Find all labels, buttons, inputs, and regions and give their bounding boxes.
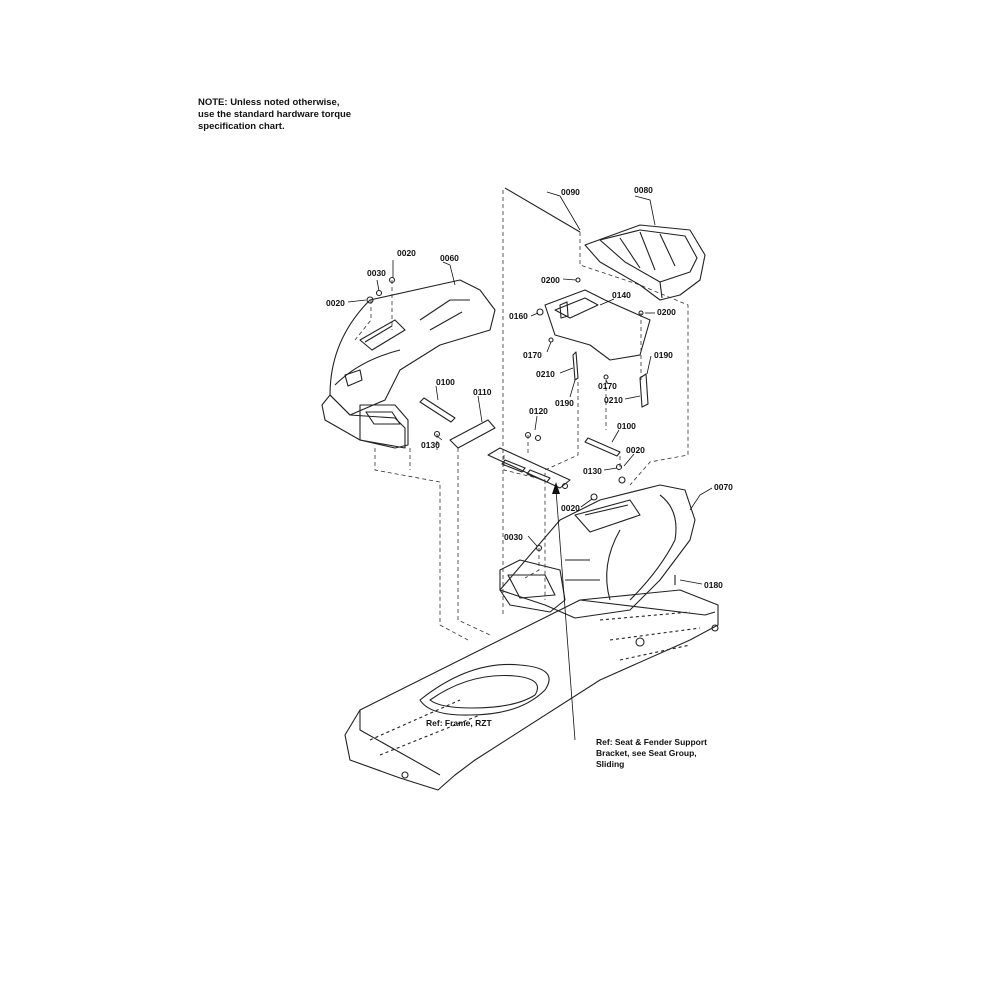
right-strap-0100 bbox=[584, 437, 621, 457]
part-label-0120: 0120 bbox=[529, 406, 548, 416]
ref-frame-rzt: Ref: Frame, RZT bbox=[426, 718, 492, 728]
rear-cover-0080 bbox=[584, 224, 706, 301]
part-label-0020-top: 0020 bbox=[397, 248, 416, 258]
leader-lines bbox=[347, 191, 713, 741]
center-plate-0120 bbox=[487, 447, 571, 490]
part-label-0130-right: 0130 bbox=[583, 466, 602, 476]
ref-seat-fender-bracket: Ref: Seat & Fender Support Bracket, see … bbox=[596, 737, 707, 769]
right-fender-0070 bbox=[499, 484, 696, 619]
part-label-0130-left: 0130 bbox=[421, 440, 440, 450]
rod-0090 bbox=[504, 187, 581, 233]
bracket-0190-mid bbox=[572, 351, 579, 381]
frame-rzt bbox=[344, 589, 719, 791]
part-label-0060: 0060 bbox=[440, 253, 459, 263]
part-label-0110: 0110 bbox=[473, 387, 492, 397]
part-label-0100-right: 0100 bbox=[617, 421, 636, 431]
part-label-0070: 0070 bbox=[714, 482, 733, 492]
part-label-0030-left: 0030 bbox=[367, 268, 386, 278]
part-label-0030-bottom: 0030 bbox=[504, 532, 523, 542]
part-label-0200-b: 0200 bbox=[657, 307, 676, 317]
torque-note: NOTE: Unless noted otherwise, use the st… bbox=[198, 97, 352, 132]
part-label-0170-a: 0170 bbox=[523, 350, 542, 360]
part-label-0190-mid: 0190 bbox=[555, 398, 574, 408]
part-label-0190-right: 0190 bbox=[654, 350, 673, 360]
part-label-0020-left: 0020 bbox=[326, 298, 345, 308]
console-0140 bbox=[544, 289, 651, 361]
left-fender-0060 bbox=[321, 279, 496, 449]
part-label-0210-a: 0210 bbox=[536, 369, 555, 379]
part-label-0020-mid: 0020 bbox=[561, 503, 580, 513]
part-label-0020-right: 0020 bbox=[626, 445, 645, 455]
part-label-0180: 0180 bbox=[704, 580, 723, 590]
part-label-0140: 0140 bbox=[612, 290, 631, 300]
bracket-0190-right bbox=[639, 373, 649, 408]
part-label-0100-left: 0100 bbox=[436, 377, 455, 387]
part-label-0090: 0090 bbox=[561, 187, 580, 197]
alignment-lines bbox=[354, 190, 689, 641]
part-label-0080: 0080 bbox=[634, 185, 653, 195]
part-label-0200-a: 0200 bbox=[541, 275, 560, 285]
part-label-0210-b: 0210 bbox=[604, 395, 623, 405]
ref-arrow-head bbox=[552, 482, 560, 494]
plate-0110 bbox=[449, 419, 496, 449]
part-label-0160: 0160 bbox=[509, 311, 528, 321]
fasteners bbox=[366, 276, 676, 585]
part-label-0170-b: 0170 bbox=[598, 381, 617, 391]
left-strap-0100 bbox=[419, 397, 456, 423]
